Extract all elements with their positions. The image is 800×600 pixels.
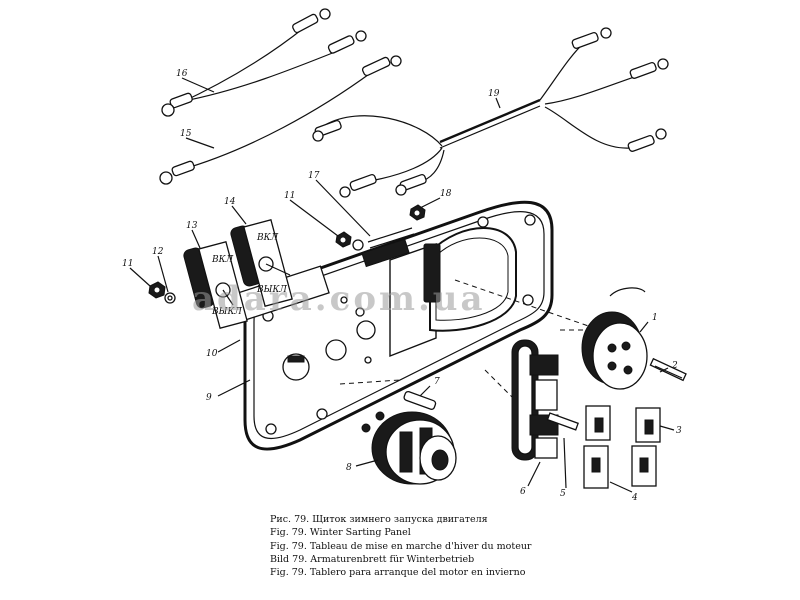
- watermark: adara.com.ua: [192, 279, 486, 319]
- label-1: 1: [652, 313, 658, 323]
- label-4: 4: [631, 493, 638, 503]
- nut-11-top: [335, 231, 364, 251]
- nut-11-left: [148, 281, 166, 299]
- wire-harness-16: [161, 8, 367, 117]
- switch-13-on-label: ВКЛ: [211, 255, 234, 265]
- caption-russian: Рис. 79. Щиток зимнего запуска двигателя: [270, 514, 488, 525]
- switch-13-off-label: ВЫКЛ: [211, 307, 242, 317]
- bolt-2: [649, 357, 687, 382]
- switch-14: ВКЛ ВЫКЛ: [230, 218, 293, 308]
- label-16: 16: [176, 69, 188, 79]
- label-5: 5: [560, 489, 566, 499]
- caption-english: Fig. 79. Winter Sarting Panel: [270, 527, 411, 539]
- label-7: 7: [434, 377, 440, 387]
- resistor-7: [403, 390, 437, 410]
- label-14: 14: [224, 197, 236, 207]
- switch-14-off-label: ВЫКЛ: [256, 285, 287, 295]
- washer-12: [164, 292, 176, 304]
- caption-german: Bild 79. Armaturenbrett für Winterbetrie…: [270, 553, 475, 565]
- label-11-top: 11: [284, 191, 295, 201]
- leader-lines: [129, 77, 675, 493]
- screw-5: [546, 412, 579, 431]
- switch-14-on-label: ВКЛ: [256, 233, 279, 243]
- part-labels: 1 2 3 4 5 6 7 8 9 10 11 12 13 14 15 16 1…: [122, 69, 682, 503]
- label-8: 8: [346, 463, 352, 473]
- caption-french: Fig. 79. Tableau de mise en marche d'hiv…: [270, 540, 532, 552]
- caption-spanish: Fig. 79. Tablero para arranque del motor…: [270, 567, 526, 579]
- label-2: 2: [671, 361, 678, 371]
- panel-plate: [243, 200, 554, 451]
- label-3: 3: [676, 426, 682, 436]
- terminal-block-6: [511, 339, 559, 461]
- figure-caption: Рис. 79. Щиток зимнего запуска двигателя…: [270, 513, 690, 579]
- wire-harness-19: [312, 27, 669, 198]
- label-15: 15: [180, 129, 192, 139]
- wire-15: [159, 55, 402, 185]
- switch-13: ВКЛ ВЫКЛ: [183, 240, 248, 330]
- label-19: 19: [488, 89, 500, 99]
- relay-1: [581, 287, 648, 390]
- label-17: 17: [308, 171, 320, 181]
- nut-18: [367, 204, 426, 249]
- label-12: 12: [152, 247, 164, 257]
- label-9: 9: [206, 393, 212, 403]
- assembly-lines: [339, 279, 610, 406]
- label-13: 13: [186, 221, 198, 231]
- rotary-switch-8: [361, 411, 457, 485]
- label-6: 6: [520, 487, 526, 497]
- label-18: 18: [440, 189, 452, 199]
- bracket-4: [583, 405, 611, 489]
- label-10: 10: [206, 349, 218, 359]
- bracket-3: [631, 407, 661, 487]
- label-11-left: 11: [122, 259, 133, 269]
